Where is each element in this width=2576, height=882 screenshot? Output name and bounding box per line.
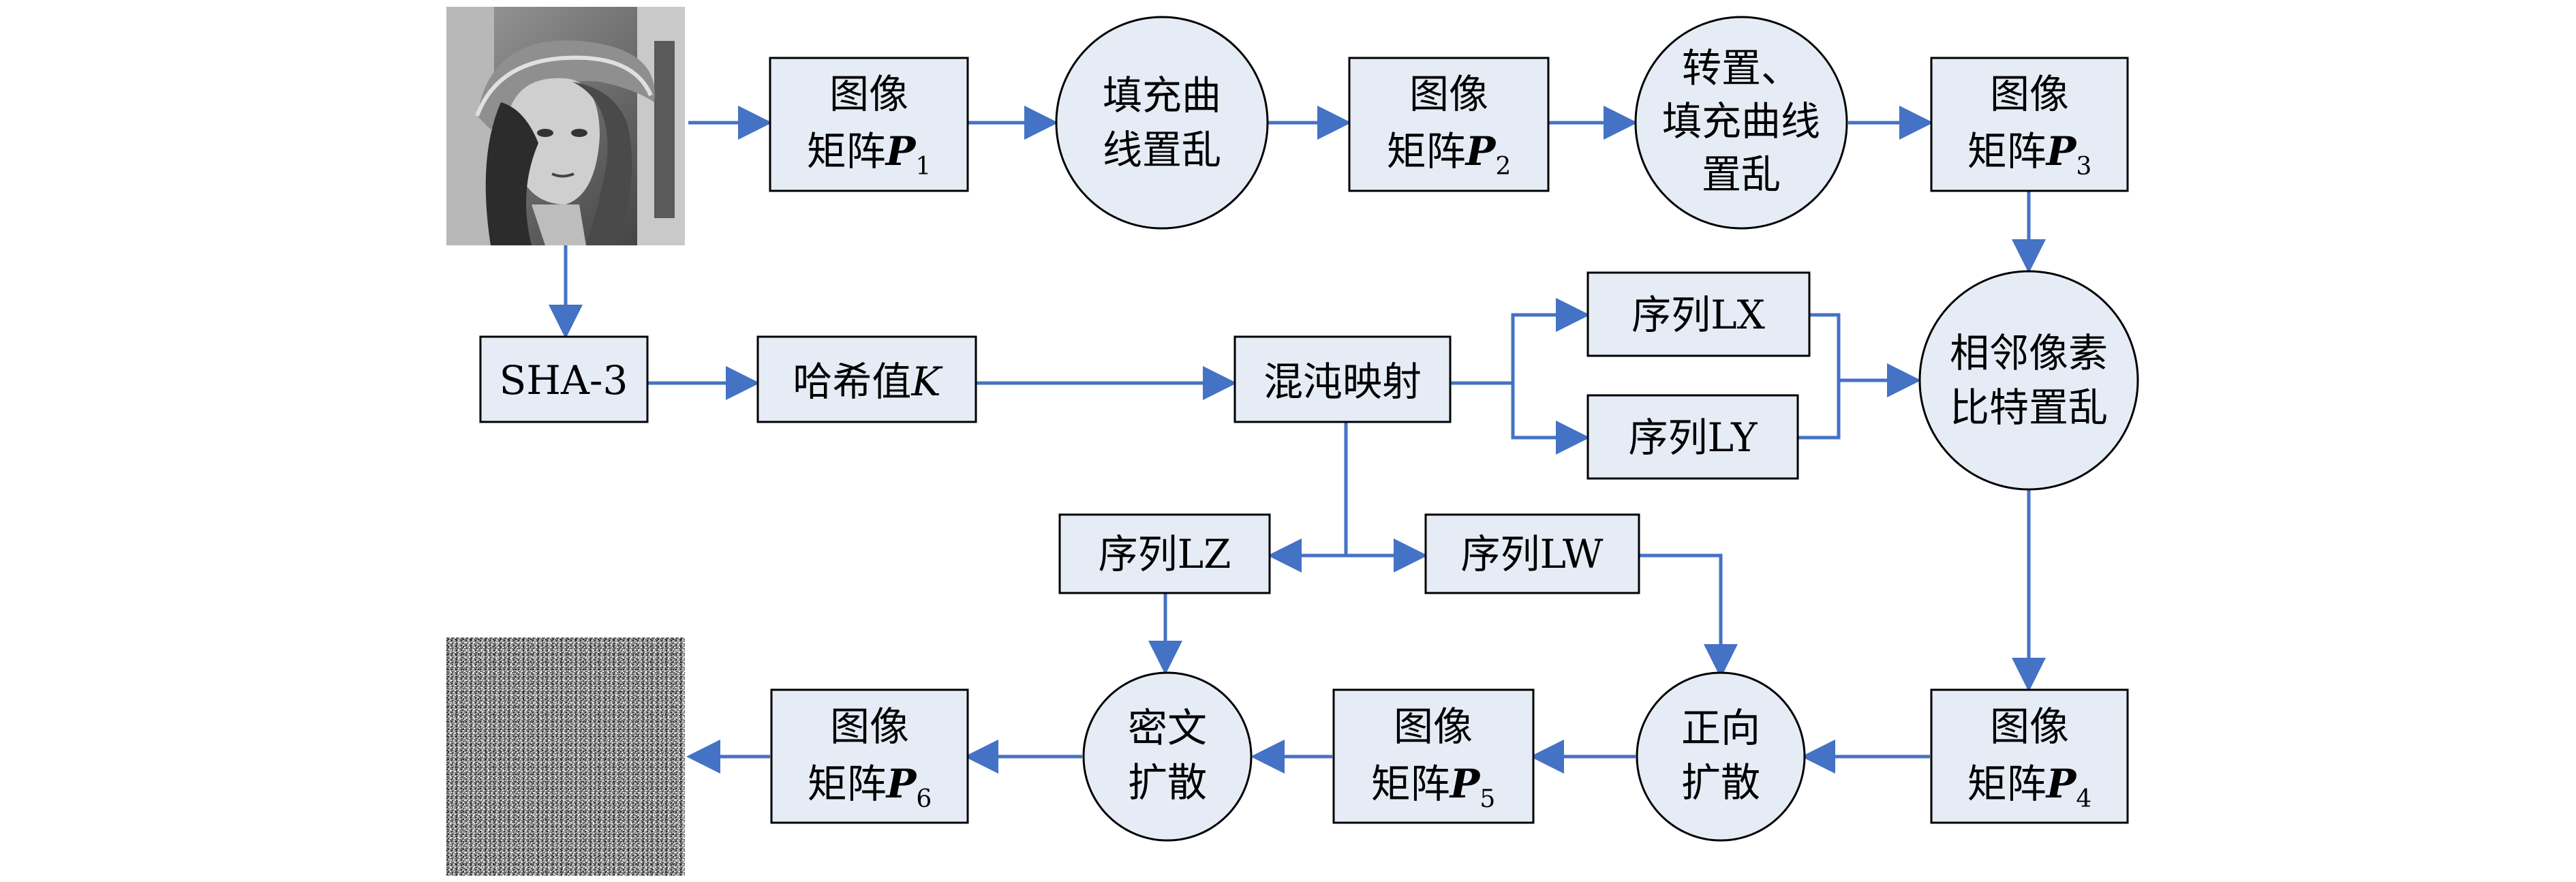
node-bit-scramble bbox=[1918, 270, 2139, 491]
node-p4 bbox=[1930, 688, 2129, 824]
lx-label: 序列LX bbox=[1631, 292, 1766, 338]
node-p1 bbox=[769, 57, 969, 192]
node-p3 bbox=[1930, 57, 2129, 192]
node-chaos bbox=[1233, 335, 1452, 423]
node-transpose bbox=[1634, 16, 1848, 230]
p2-line2: 矩阵P2 bbox=[1387, 128, 1512, 181]
hash-label: 哈希值K bbox=[793, 359, 943, 405]
edge-lw-forward bbox=[1639, 553, 1738, 678]
node-lx bbox=[1586, 271, 1811, 357]
p4-line2: 矩阵P4 bbox=[1967, 761, 2092, 813]
transpose-line2: 填充曲线 bbox=[1662, 98, 1820, 145]
transpose-line1: 转置、 bbox=[1682, 45, 1800, 91]
p3-line2: 矩阵P3 bbox=[1967, 128, 2092, 181]
forward-diffusion-line2: 扩散 bbox=[1681, 759, 1760, 806]
node-p2 bbox=[1348, 57, 1550, 192]
node-cipher-diffusion bbox=[1082, 671, 1253, 842]
node-lw bbox=[1424, 513, 1640, 594]
node-sha3 bbox=[479, 335, 649, 423]
p6-line1: 图像 bbox=[830, 703, 909, 750]
edge-lx-join bbox=[1798, 313, 1841, 440]
connectors bbox=[549, 106, 2046, 774]
sha3-label: SHA-3 bbox=[500, 357, 628, 404]
lz-label: 序列LZ bbox=[1099, 531, 1231, 577]
p1-line1: 图像 bbox=[829, 71, 908, 117]
cipher-diffusion-line2: 扩散 bbox=[1128, 759, 1207, 806]
p5-line1: 图像 bbox=[1394, 703, 1473, 750]
node-fill-curve bbox=[1055, 16, 1269, 230]
cipher-diffusion-line1: 密文 bbox=[1128, 705, 1207, 751]
p4-line1: 图像 bbox=[1990, 703, 2069, 750]
p1-line2: 矩阵P1 bbox=[807, 128, 932, 181]
p2-line1: 图像 bbox=[1409, 71, 1488, 117]
edge-chaos-lx bbox=[1450, 298, 1590, 385]
node-p5 bbox=[1332, 688, 1535, 824]
node-p6 bbox=[770, 688, 969, 824]
fill-curve-line1: 填充曲 bbox=[1103, 72, 1221, 119]
bit-scramble-line1: 相邻像素 bbox=[1950, 330, 2108, 376]
fill-curve-line2: 线置乱 bbox=[1103, 127, 1221, 173]
forward-diffusion-line1: 正向 bbox=[1681, 705, 1760, 751]
output-image bbox=[446, 637, 685, 876]
input-image bbox=[446, 7, 685, 245]
p3-line1: 图像 bbox=[1990, 71, 2069, 117]
ly-label: 序列LY bbox=[1628, 414, 1758, 461]
node-ly bbox=[1586, 394, 1799, 480]
chaos-label: 混沌映射 bbox=[1263, 359, 1422, 405]
p6-line2: 矩阵P6 bbox=[808, 761, 932, 813]
node-hash bbox=[756, 335, 977, 423]
lw-label: 序列LW bbox=[1460, 531, 1603, 577]
edge-chaos-ly bbox=[1511, 383, 1581, 440]
node-forward-diffusion bbox=[1636, 671, 1806, 842]
node-lz bbox=[1058, 513, 1271, 594]
transpose-line3: 置乱 bbox=[1702, 151, 1781, 198]
bit-scramble-line2: 比特置乱 bbox=[1950, 384, 2108, 431]
p5-line2: 矩阵P5 bbox=[1371, 761, 1496, 813]
